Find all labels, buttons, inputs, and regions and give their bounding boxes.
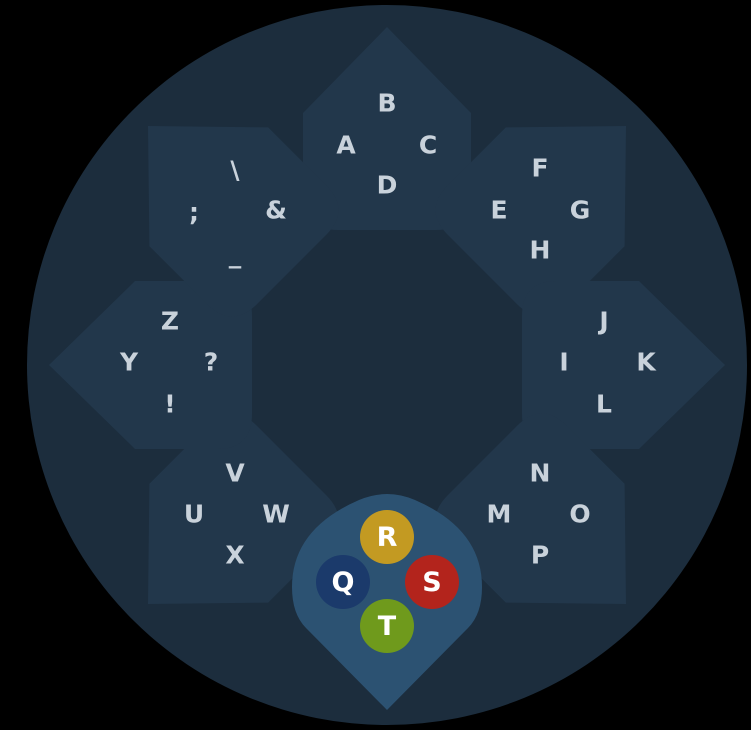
key-b[interactable]: B (377, 88, 397, 118)
key-semicolon[interactable]: ; (189, 197, 199, 227)
button-t[interactable]: T (360, 599, 414, 653)
key-j[interactable]: J (599, 306, 609, 336)
key-a[interactable]: A (336, 130, 356, 160)
key-backslash[interactable]: \ (230, 155, 240, 185)
key-question[interactable]: ? (203, 347, 219, 377)
key-d[interactable]: D (376, 170, 398, 200)
button-q[interactable]: Q (316, 555, 370, 609)
key-e[interactable]: E (490, 195, 508, 225)
key-k[interactable]: K (636, 347, 656, 377)
key-n[interactable]: N (529, 458, 551, 488)
button-s[interactable]: S (405, 555, 459, 609)
key-x[interactable]: X (225, 540, 245, 570)
key-p[interactable]: P (530, 540, 550, 570)
key-exclamation[interactable]: ! (164, 389, 176, 419)
key-l[interactable]: L (596, 389, 612, 419)
key-m[interactable]: M (486, 499, 512, 529)
key-h[interactable]: H (529, 235, 551, 265)
key-y[interactable]: Y (119, 347, 139, 377)
key-ampersand[interactable]: & (265, 195, 287, 225)
key-o[interactable]: O (569, 499, 591, 529)
key-g[interactable]: G (569, 195, 591, 225)
key-v[interactable]: V (225, 458, 245, 488)
key-u[interactable]: U (183, 499, 205, 529)
key-underscore[interactable]: _ (228, 239, 242, 269)
key-w[interactable]: W (262, 499, 290, 529)
button-r[interactable]: R (360, 510, 414, 564)
key-c[interactable]: C (418, 130, 438, 160)
key-i[interactable]: I (559, 347, 569, 377)
key-f[interactable]: F (531, 153, 549, 183)
key-z[interactable]: Z (160, 306, 180, 336)
